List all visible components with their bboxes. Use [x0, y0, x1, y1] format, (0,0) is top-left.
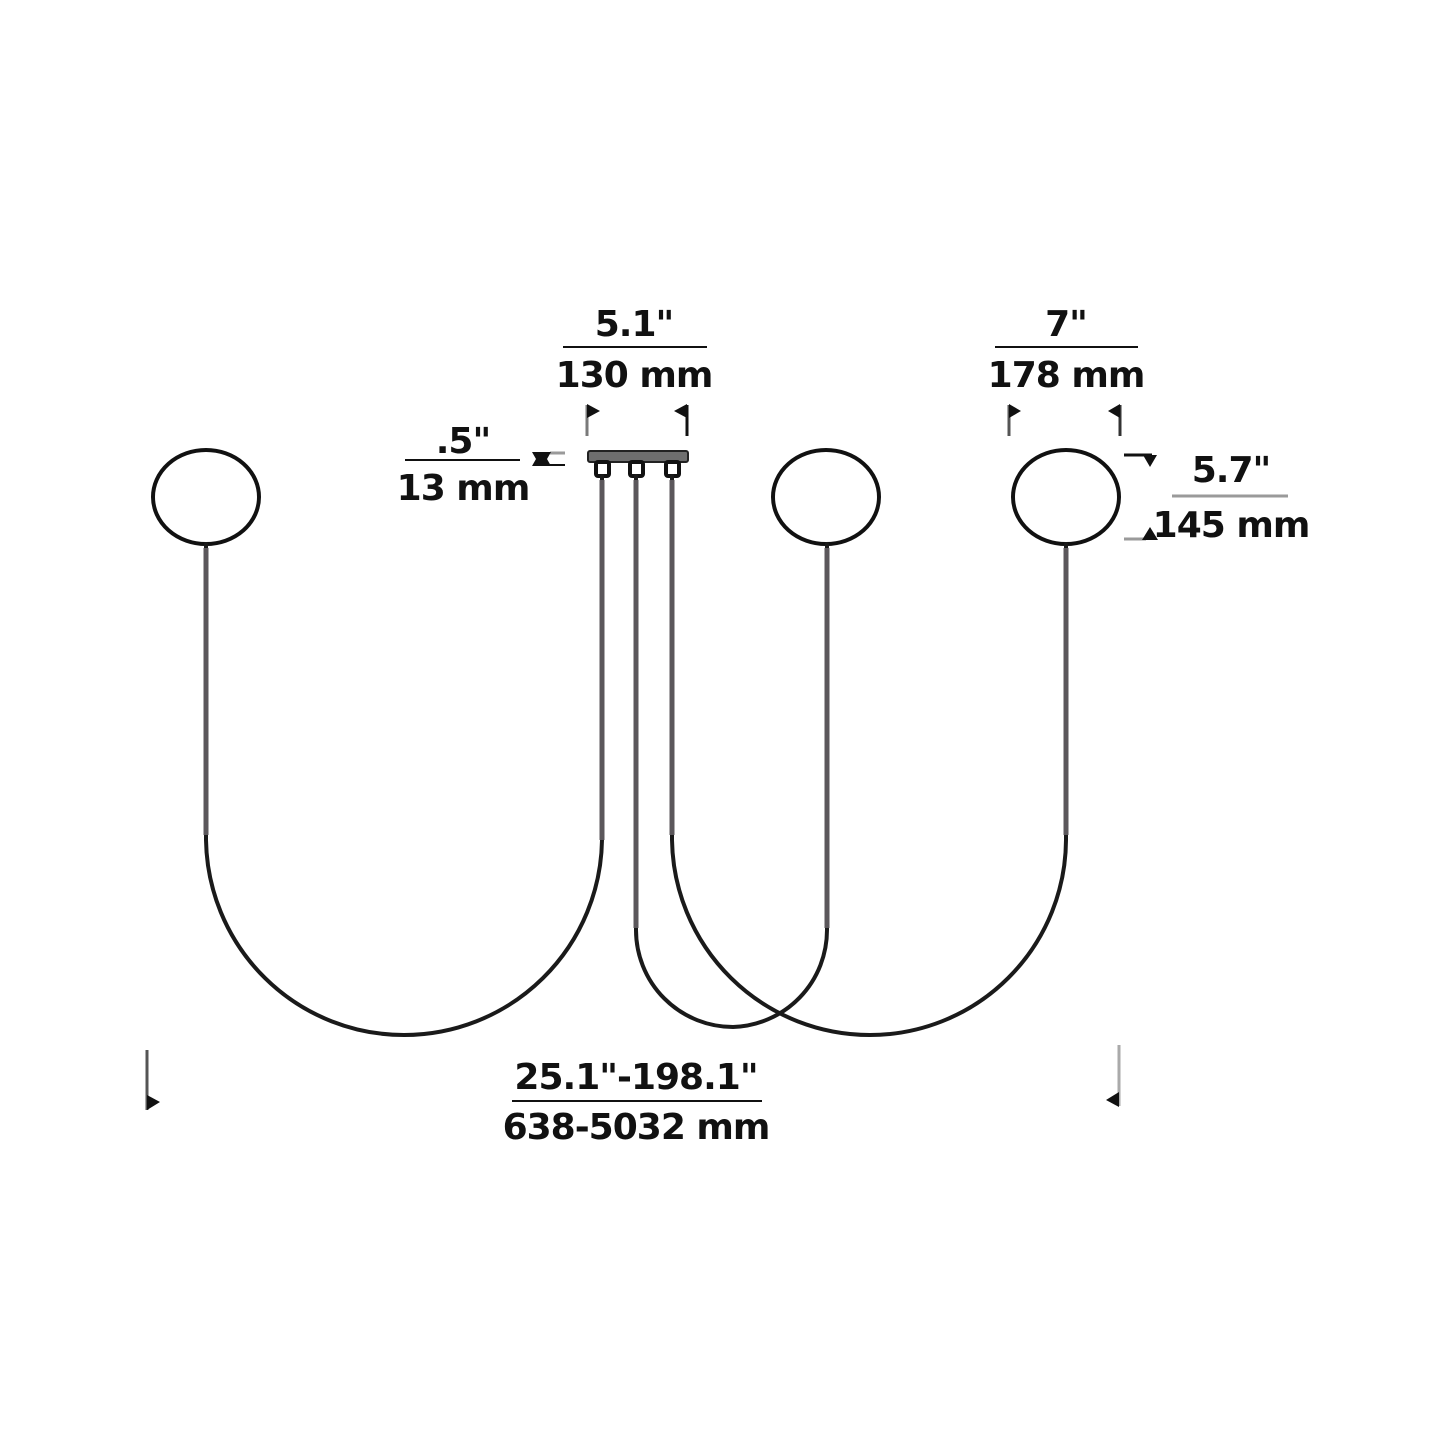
canopy-height-imperial: .5" — [436, 421, 490, 462]
overall-drop-imperial: 25.1"-198.1" — [514, 1057, 757, 1098]
ring-width-metric: 178 mm — [988, 355, 1145, 396]
dim-ring-height: 5.7" 145 mm — [1124, 450, 1310, 546]
dim-ring-width: 7" 178 mm — [988, 304, 1145, 436]
ring-center-assembly — [633, 448, 881, 1030]
arrow-left-icon — [1108, 404, 1120, 418]
arrow-right-icon — [587, 404, 600, 418]
dim-canopy-height: .5" 13 mm — [397, 421, 565, 509]
ring-left — [151, 448, 261, 546]
ring-right — [1011, 448, 1121, 546]
arrow-down-icon — [1143, 455, 1157, 467]
ring-height-imperial: 5.7" — [1192, 450, 1271, 491]
ring-left-assembly — [151, 448, 605, 1038]
dim-canopy-width: 5.1" 130 mm — [556, 304, 713, 436]
ring-center — [771, 448, 881, 546]
clamp-marker-icon — [532, 452, 551, 466]
arrow-up-icon — [1142, 527, 1158, 540]
dim-overall-drop: 25.1"-198.1" 638-5032 mm — [145, 1045, 1121, 1148]
ring-height-metric: 145 mm — [1153, 505, 1310, 546]
canopy-height-metric: 13 mm — [397, 468, 530, 509]
arrow-left-icon — [674, 404, 687, 418]
canopy-width-metric: 130 mm — [556, 355, 713, 396]
arrow-left-icon — [1106, 1092, 1119, 1107]
arrow-right-icon — [1009, 404, 1021, 418]
arrow-right-icon — [147, 1095, 160, 1110]
canopy — [587, 450, 689, 478]
overall-drop-metric: 638-5032 mm — [503, 1107, 770, 1148]
ring-width-imperial: 7" — [1045, 304, 1087, 345]
ring-right-assembly — [669, 448, 1121, 1038]
canopy-width-imperial: 5.1" — [595, 304, 674, 345]
